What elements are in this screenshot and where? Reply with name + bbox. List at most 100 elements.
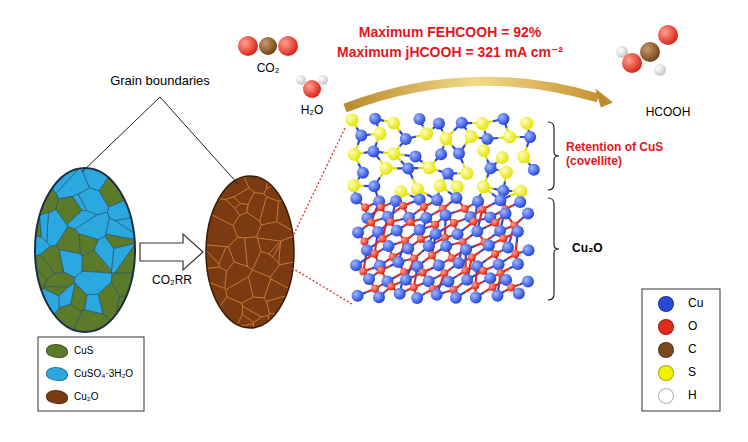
atom [303, 80, 321, 98]
atom [453, 257, 465, 269]
atom [440, 240, 452, 252]
atom [371, 250, 379, 258]
oval-outline [35, 168, 135, 332]
atom [374, 127, 387, 140]
label-text: H₂O [301, 104, 324, 118]
atom [352, 226, 364, 238]
atom [431, 221, 439, 229]
atom [658, 25, 678, 45]
atom [514, 185, 527, 198]
atom [517, 150, 530, 163]
atom [367, 218, 375, 226]
atom [440, 209, 452, 221]
atom [346, 113, 359, 126]
grain-oval [30, 163, 140, 337]
label-text: CO₂ [257, 62, 280, 76]
atom [451, 181, 464, 194]
legend-text: CuSO₄·3H₂O [74, 368, 133, 380]
atom [377, 266, 385, 274]
atom [479, 267, 487, 275]
atom [485, 162, 497, 174]
atom [460, 167, 473, 180]
atom [402, 162, 414, 174]
atom [500, 166, 513, 179]
atom [511, 250, 519, 258]
atom [413, 113, 425, 125]
atom [461, 274, 473, 286]
atom [296, 75, 306, 85]
atom [391, 225, 403, 237]
atom [431, 194, 443, 206]
atom [522, 276, 534, 288]
atom [494, 194, 506, 206]
atom [413, 224, 425, 236]
label-text: HCOOH [646, 106, 691, 120]
atom [423, 240, 435, 252]
atom [512, 226, 524, 238]
atom [522, 208, 534, 220]
atom [523, 244, 535, 256]
atom [450, 219, 458, 227]
grain [40, 213, 49, 242]
atom [470, 291, 482, 303]
grain [30, 288, 59, 315]
atom [379, 162, 392, 175]
atom [357, 167, 369, 179]
bracket [548, 122, 559, 190]
atom [434, 179, 447, 192]
leader-line [82, 97, 238, 184]
atom [352, 290, 364, 302]
grain [30, 163, 54, 191]
atom [387, 116, 400, 129]
atom [461, 205, 469, 213]
atom [383, 240, 395, 252]
legend-swatch [46, 344, 68, 358]
atom [350, 193, 362, 205]
atom [512, 258, 524, 270]
atom [471, 225, 483, 237]
grain [112, 273, 140, 297]
atom [524, 131, 536, 143]
atom [465, 130, 478, 143]
atom [433, 259, 445, 271]
grain [128, 296, 140, 308]
reaction-arrow [345, 81, 598, 108]
atom [377, 203, 385, 211]
atom [496, 151, 509, 164]
legend-swatch [658, 365, 674, 381]
bracket [548, 198, 559, 300]
atom [348, 148, 361, 161]
atom [430, 228, 442, 240]
atom [419, 269, 427, 277]
atom [400, 274, 412, 286]
atom [411, 292, 423, 304]
crystal-bonds [352, 119, 534, 298]
atom [423, 161, 436, 174]
atom [654, 64, 666, 76]
atom [373, 291, 385, 303]
atom [238, 36, 258, 56]
legend-swatch [658, 296, 674, 312]
atom [442, 167, 454, 179]
atom [417, 235, 425, 243]
legend-text: C [688, 343, 697, 357]
atom [318, 75, 328, 85]
atom [420, 128, 433, 141]
label-text: Maximum jHCOOH = 321 mA cm⁻² [337, 44, 563, 60]
atom [500, 208, 512, 220]
atom [399, 202, 407, 210]
atom [461, 267, 469, 275]
arrowhead [595, 88, 613, 107]
atom [368, 180, 380, 192]
atom [392, 256, 404, 268]
atom [489, 283, 497, 291]
cu2o-oval [206, 176, 294, 328]
atom [278, 36, 298, 56]
atom [409, 151, 421, 163]
legend-swatch [658, 319, 674, 335]
atom [456, 117, 468, 129]
atom [498, 113, 510, 125]
legend-swatch [658, 388, 674, 404]
atom [503, 130, 516, 143]
